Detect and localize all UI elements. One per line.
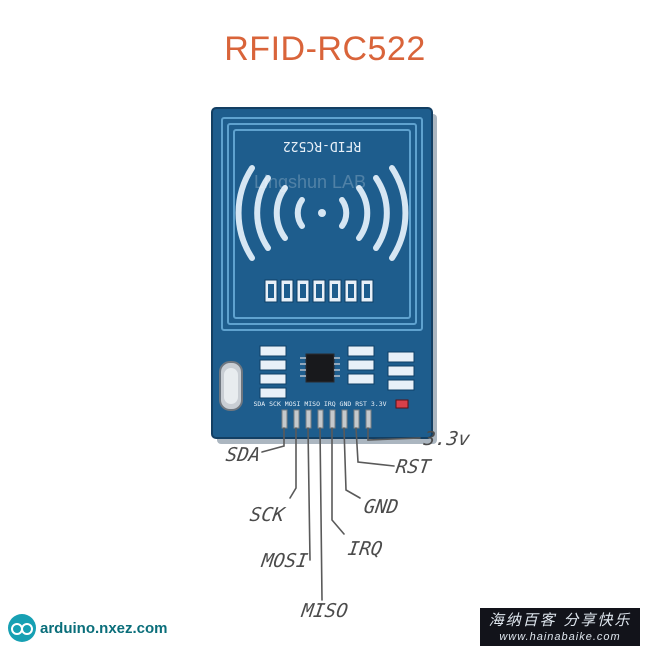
led xyxy=(395,399,409,409)
badge-slogan: 海纳百客 分享快乐 xyxy=(488,611,632,629)
header-pins xyxy=(281,409,372,429)
pin-label-gnd: GND xyxy=(362,496,400,518)
badge-url: www.hainabaike.com xyxy=(499,631,621,643)
pin-label-miso: MISO xyxy=(300,600,350,622)
smd-components xyxy=(259,345,415,399)
pin-label-irq: IRQ xyxy=(346,538,384,560)
arduino-logo-icon xyxy=(8,614,36,642)
page-title: RFID-RC522 xyxy=(224,30,426,68)
watermark: Lingshun LAB xyxy=(254,172,366,192)
hainabaike-badge[interactable]: 海纳百客 分享快乐 www.hainabaike.com xyxy=(480,608,640,646)
pin-label-sck: SCK xyxy=(248,504,286,526)
pin-label-sda: SDA xyxy=(224,444,262,466)
pin-lines xyxy=(261,427,421,601)
board-silkscreen-title: RFID-RC522 xyxy=(283,138,361,153)
arduino-nxez-link[interactable]: arduino.nxez.com xyxy=(8,614,168,642)
antenna-waves xyxy=(235,165,409,261)
mfrc522-chip xyxy=(305,353,335,383)
pin-label-rst: RST xyxy=(394,456,432,478)
pin-label-3v3: 3.3v xyxy=(422,428,472,450)
antenna-center-dot xyxy=(318,209,326,217)
site-name: arduino.nxez.com xyxy=(40,619,168,637)
antenna-coil xyxy=(221,117,423,331)
header-pin-legend: SDA SCK MOSI MISO IRQ GND RST 3.3V xyxy=(253,400,386,408)
pin-label-mosi: MOSI xyxy=(260,550,310,572)
